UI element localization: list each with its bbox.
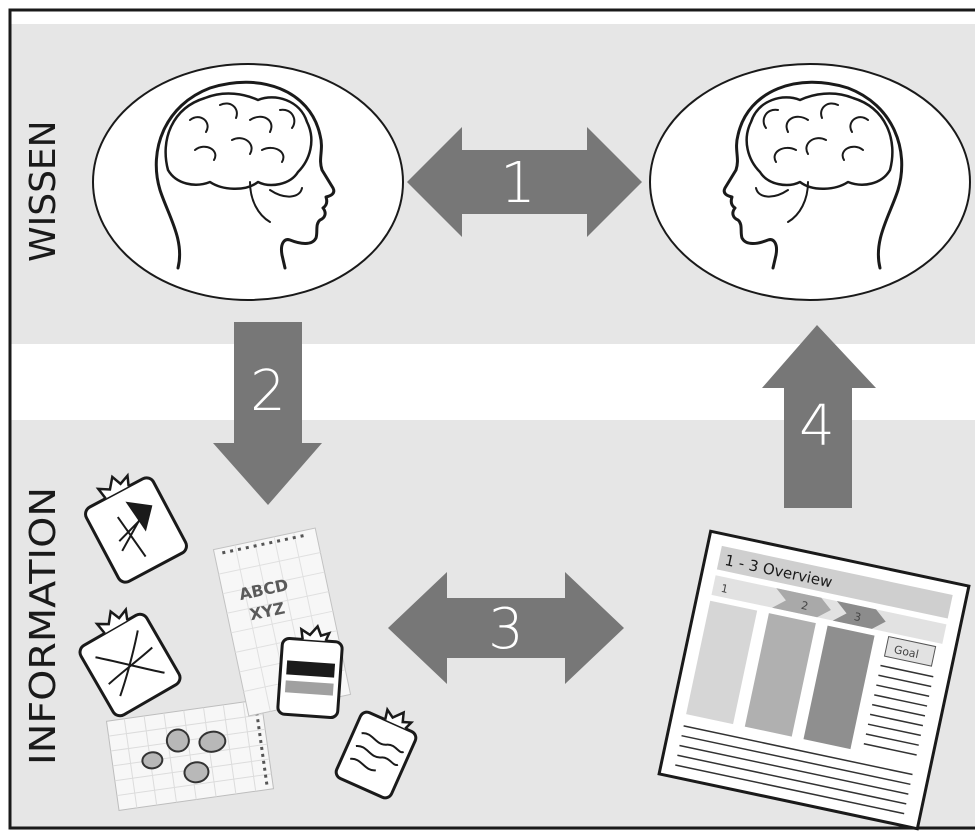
column-2	[744, 613, 816, 737]
step-2-chevron	[772, 588, 831, 618]
column-1	[686, 600, 758, 725]
black-swatch	[286, 660, 336, 678]
step-3-label: 3	[853, 610, 863, 624]
arrow-1: 1	[407, 127, 642, 237]
head-left-circle	[92, 63, 404, 301]
information-label: INFORMATION	[23, 487, 64, 765]
arrow-4: 4	[762, 325, 876, 508]
step-2-label: 2	[800, 599, 810, 613]
head-right-circle	[649, 63, 971, 301]
arrow-4-shape	[762, 325, 876, 508]
gray-swatch	[284, 680, 334, 696]
arrow-2-label: 2	[250, 359, 286, 424]
oval-shape	[183, 761, 210, 784]
step-3-chevron	[832, 601, 886, 629]
goal-label: Goal	[893, 643, 920, 661]
card-body	[334, 710, 418, 800]
clip-icon	[95, 472, 130, 500]
clip-icon	[94, 606, 129, 635]
oval-shape	[165, 728, 190, 753]
clipboard-card-waves	[334, 706, 418, 800]
clipboard-card-cross	[78, 606, 182, 718]
goal-box	[883, 635, 937, 667]
step-1-label: 1	[720, 582, 730, 596]
head-right-icon	[722, 80, 904, 270]
arrow-2-shape	[213, 322, 322, 505]
card-body	[276, 636, 344, 720]
head-right	[649, 63, 971, 301]
arrow-3: 3	[388, 572, 624, 684]
grid-sheet-ovals	[105, 699, 275, 811]
wave-lines	[350, 732, 404, 772]
oval-shape	[141, 751, 164, 770]
wissen-label: WISSEN	[23, 120, 64, 262]
title-bar	[716, 545, 953, 619]
arrow-1-label: 1	[500, 151, 536, 216]
head-left	[92, 63, 404, 301]
arrow-2: 2	[213, 322, 322, 505]
oval-shape	[198, 730, 227, 753]
clipboard-card-arrow	[84, 472, 188, 584]
arrow-4-label: 4	[799, 394, 835, 459]
arrow-1-shape	[407, 127, 642, 237]
outer-frame	[8, 8, 975, 830]
arrowhead-icon	[125, 501, 153, 532]
overview-document: 1 - 3 Overview 1 2 3 Goal	[657, 529, 971, 831]
clip-icon	[383, 706, 415, 730]
clip-icon	[299, 624, 332, 642]
arrow-3-shape	[388, 572, 624, 684]
clipboard-card-swatches	[276, 624, 344, 720]
head-left-icon	[154, 80, 336, 270]
spiral-binding	[222, 533, 309, 555]
arrow-3-label: 3	[488, 597, 524, 662]
column-3	[803, 625, 875, 750]
text-lines	[675, 664, 934, 815]
cross-sketch	[95, 630, 165, 697]
